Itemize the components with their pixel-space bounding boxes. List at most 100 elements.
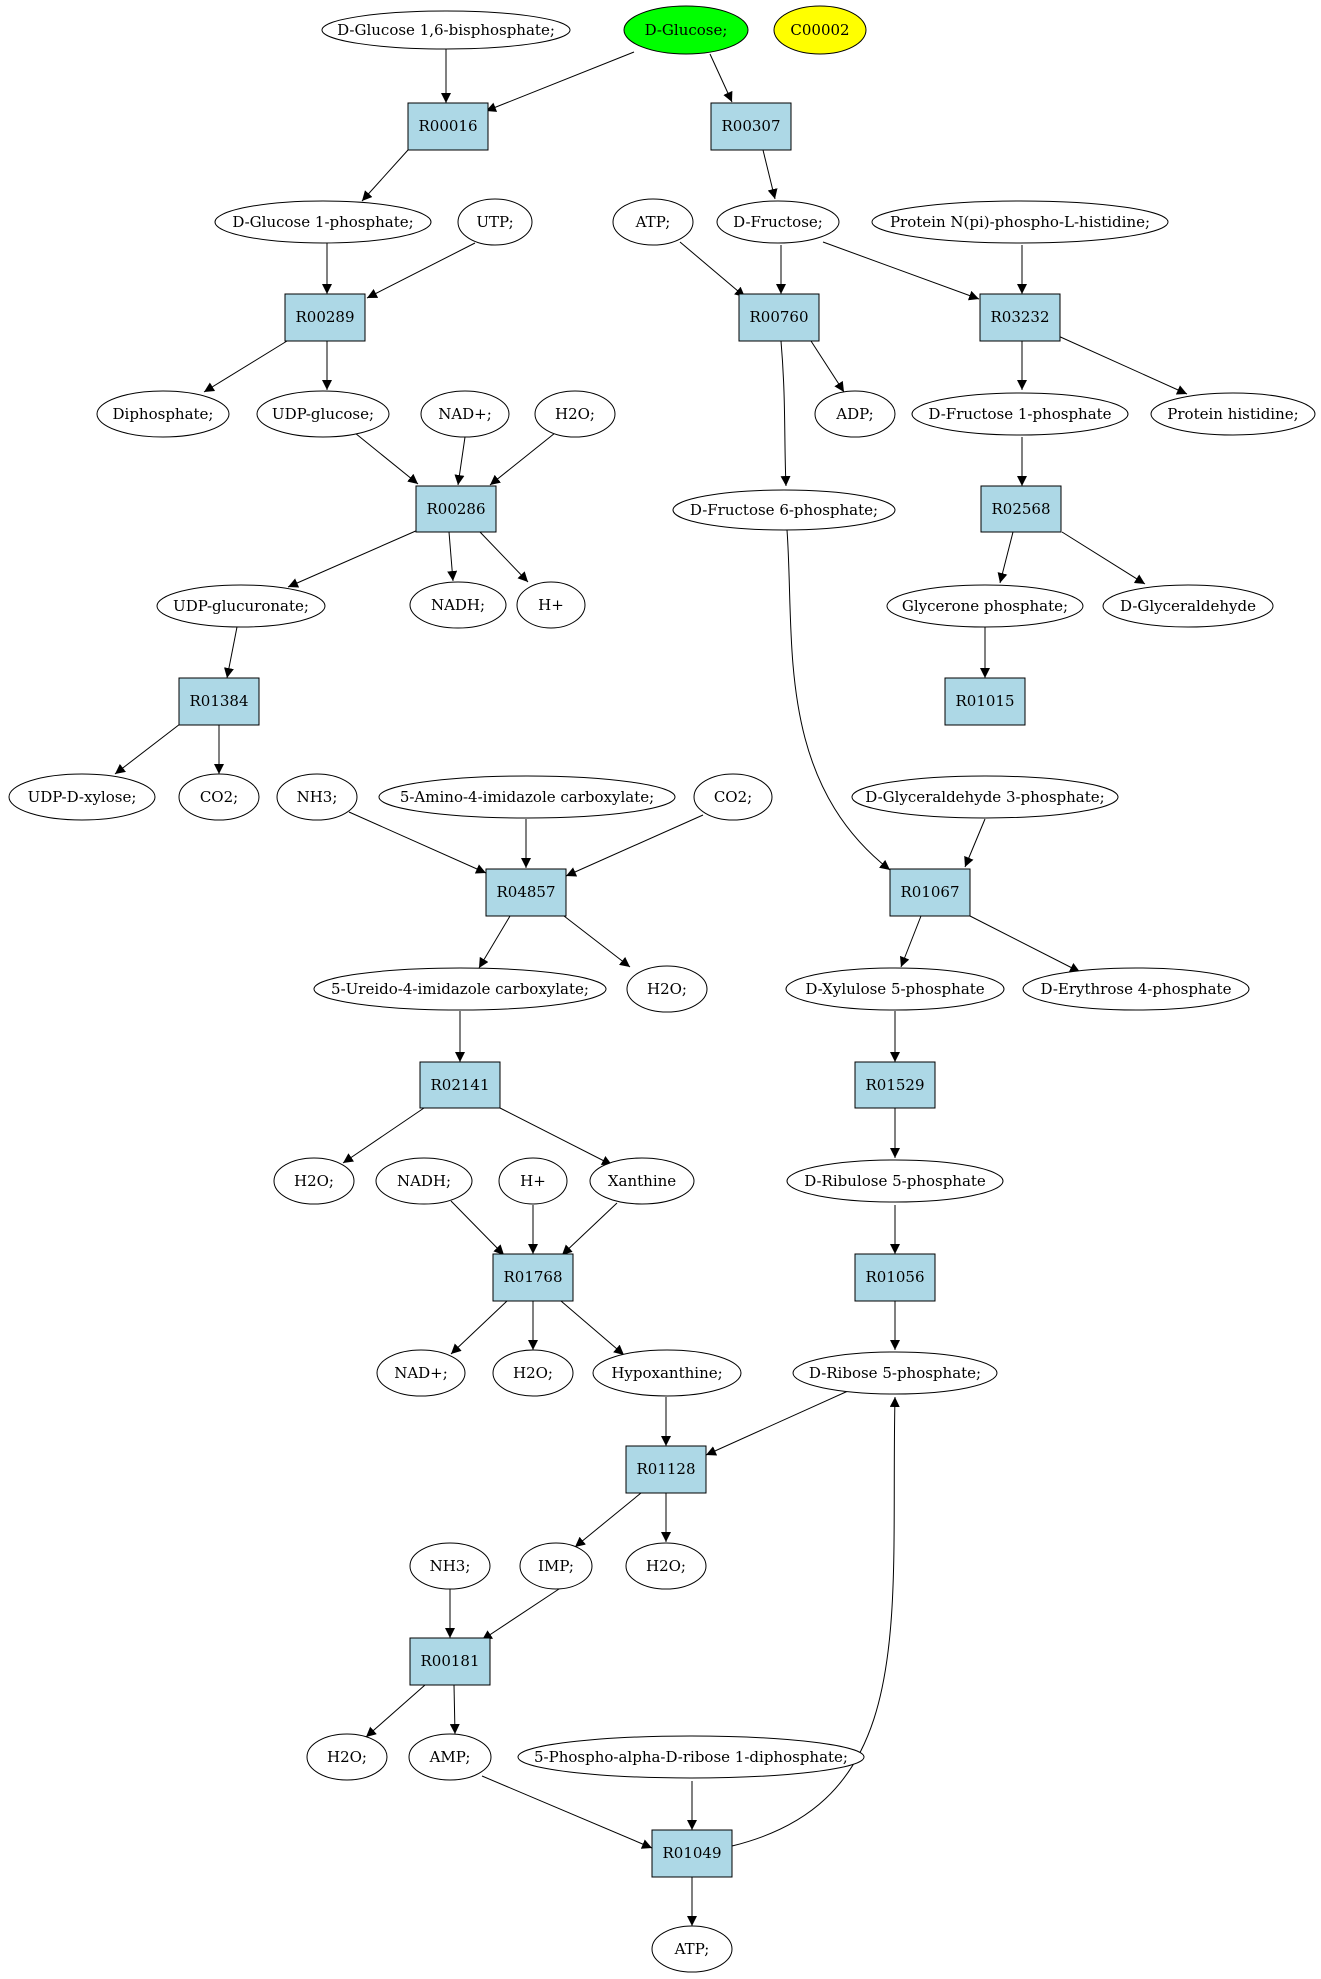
node-label: R02568 [991, 500, 1050, 518]
edge [560, 1300, 625, 1356]
compound-node[interactable]: H+ [516, 581, 586, 629]
node-label: R00181 [420, 1652, 479, 1670]
compound-node[interactable]: D-Xylulose 5-phosphate [785, 967, 1005, 1011]
reaction-node[interactable]: R04857 [485, 868, 567, 917]
reaction-node[interactable]: R00016 [407, 102, 489, 151]
compound-node[interactable]: ATP; [612, 198, 694, 246]
reaction-node[interactable]: R01067 [889, 868, 971, 917]
compound-node[interactable]: Protein N(pi)-phospho-L-histidine; [871, 200, 1169, 244]
compound-node[interactable]: UDP-glucuronate; [156, 584, 326, 628]
compound-node[interactable]: CO2; [693, 773, 773, 821]
compound-node[interactable]: D-Glyceraldehyde [1102, 584, 1274, 628]
compound-node[interactable]: 5-Amino-4-imidazole carboxylate; [378, 775, 676, 819]
compound-node[interactable]: 5-Phospho-alpha-D-ribose 1-diphosphate; [517, 1735, 865, 1779]
compound-node[interactable]: D-Ribose 5-phosphate; [792, 1351, 998, 1395]
node-label: Glycerone phosphate; [902, 597, 1068, 615]
reaction-node[interactable]: R00181 [409, 1637, 491, 1686]
edge [366, 242, 476, 299]
edge [478, 915, 511, 969]
compound-node[interactable]: NH3; [276, 773, 358, 821]
reaction-node[interactable]: R00289 [284, 293, 366, 342]
node-label: 5-Phospho-alpha-D-ribose 1-diphosphate; [534, 1748, 848, 1766]
node-label: D-Glucose 1,6-bisphosphate; [337, 21, 555, 39]
node-label: R04857 [496, 883, 555, 901]
compound-node[interactable]: NAD+; [420, 390, 510, 438]
edge [705, 1390, 849, 1456]
reaction-node[interactable]: R02568 [980, 485, 1062, 533]
edge [447, 531, 458, 582]
node-label: NH3; [430, 1557, 471, 1575]
compound-node[interactable]: ADP; [814, 390, 896, 438]
compound-node[interactable]: D-Glyceraldehyde 3-phosphate; [851, 775, 1119, 819]
compound-node[interactable]: H2O; [492, 1349, 574, 1397]
node-label: D-Fructose; [733, 213, 823, 231]
edge [1055, 334, 1188, 395]
reaction-node[interactable]: R03232 [979, 293, 1061, 342]
reaction-node[interactable]: R00307 [710, 102, 792, 151]
compound-node[interactable]: D-Ribulose 5-phosphate [786, 1159, 1004, 1203]
edge [731, 1396, 900, 1847]
compound-node[interactable]: NH3; [409, 1542, 491, 1590]
node-label: 5-Amino-4-imidazole carboxylate; [400, 788, 654, 806]
compound-node[interactable]: H2O; [626, 965, 708, 1013]
query-compound-node[interactable]: C00002 [773, 5, 867, 55]
compound-node[interactable]: Diphosphate; [96, 390, 230, 438]
compound-node[interactable]: D-Fructose; [716, 200, 840, 244]
node-label: H2O; [646, 1557, 686, 1575]
reaction-node[interactable]: R00286 [415, 485, 497, 533]
compound-node[interactable]: Glycerone phosphate; [886, 584, 1084, 628]
compound-node[interactable]: NADH; [409, 581, 507, 629]
compound-node[interactable]: D-Fructose 1-phosphate [911, 392, 1129, 436]
node-label: Protein N(pi)-phospho-L-histidine; [890, 213, 1150, 231]
compound-node[interactable]: NAD+; [376, 1349, 466, 1397]
highlighted-compound-node[interactable]: D-Glucose; [623, 5, 749, 55]
compound-node[interactable]: Xanthine [589, 1157, 695, 1205]
compound-node[interactable]: D-Glucose 1-phosphate; [214, 200, 432, 244]
node-label: C00002 [790, 21, 849, 39]
edge [822, 241, 980, 301]
compound-node[interactable]: H2O; [625, 1542, 707, 1590]
node-label: NAD+; [394, 1364, 448, 1382]
reaction-node[interactable]: R01529 [854, 1061, 936, 1109]
node-label: NAD+; [438, 405, 492, 423]
compound-node[interactable]: UTP; [457, 198, 533, 246]
edge [354, 432, 419, 485]
compound-node[interactable]: D-Erythrose 4-phosphate [1022, 967, 1250, 1011]
node-label: H2O; [513, 1364, 553, 1382]
nodes: D-Glucose 1,6-bisphosphate; D-Glucose; C… [8, 5, 1316, 1973]
compound-node[interactable]: NADH; [375, 1157, 473, 1205]
node-label: R00307 [721, 117, 780, 135]
node-label: D-Glyceraldehyde 3-phosphate; [865, 788, 1104, 806]
node-label: R01384 [189, 692, 248, 710]
reaction-node[interactable]: R01384 [178, 677, 260, 726]
reaction-node[interactable]: R01768 [492, 1253, 574, 1302]
compound-node[interactable]: ATP; [651, 1925, 733, 1973]
compound-node[interactable]: 5-Ureido-4-imidazole carboxylate; [313, 967, 607, 1011]
reaction-node[interactable]: R01015 [944, 677, 1026, 726]
reaction-node[interactable]: R01056 [854, 1253, 936, 1302]
edge [114, 723, 181, 775]
compound-node[interactable]: CO2; [178, 773, 260, 821]
compound-node[interactable]: D-Fructose 6-phosphate; [672, 489, 896, 531]
compound-node[interactable]: Protein histidine; [1150, 392, 1316, 436]
compound-node[interactable]: UDP-glucose; [256, 390, 390, 438]
compound-node[interactable]: UDP-D-xylose; [8, 773, 156, 821]
compound-node[interactable]: D-Glucose 1,6-bisphosphate; [321, 10, 571, 50]
compound-node[interactable]: Hypoxanthine; [592, 1349, 742, 1397]
edge [899, 915, 922, 968]
edge [810, 340, 845, 393]
reaction-node[interactable]: R02141 [419, 1061, 501, 1109]
node-label: H+ [520, 1172, 546, 1190]
edge [342, 1107, 425, 1164]
compound-node[interactable]: AMP; [408, 1733, 492, 1781]
compound-node[interactable]: H+ [498, 1157, 568, 1205]
node-label: ATP; [674, 1940, 710, 1958]
compound-node[interactable]: H2O; [306, 1733, 388, 1781]
compound-node[interactable]: H2O; [273, 1157, 355, 1205]
reaction-node[interactable]: R01128 [625, 1445, 707, 1494]
compound-node[interactable]: IMP; [519, 1542, 593, 1590]
compound-node[interactable]: H2O; [534, 390, 616, 438]
reaction-node[interactable]: R00760 [738, 293, 820, 342]
reaction-node[interactable]: R01049 [651, 1829, 733, 1878]
